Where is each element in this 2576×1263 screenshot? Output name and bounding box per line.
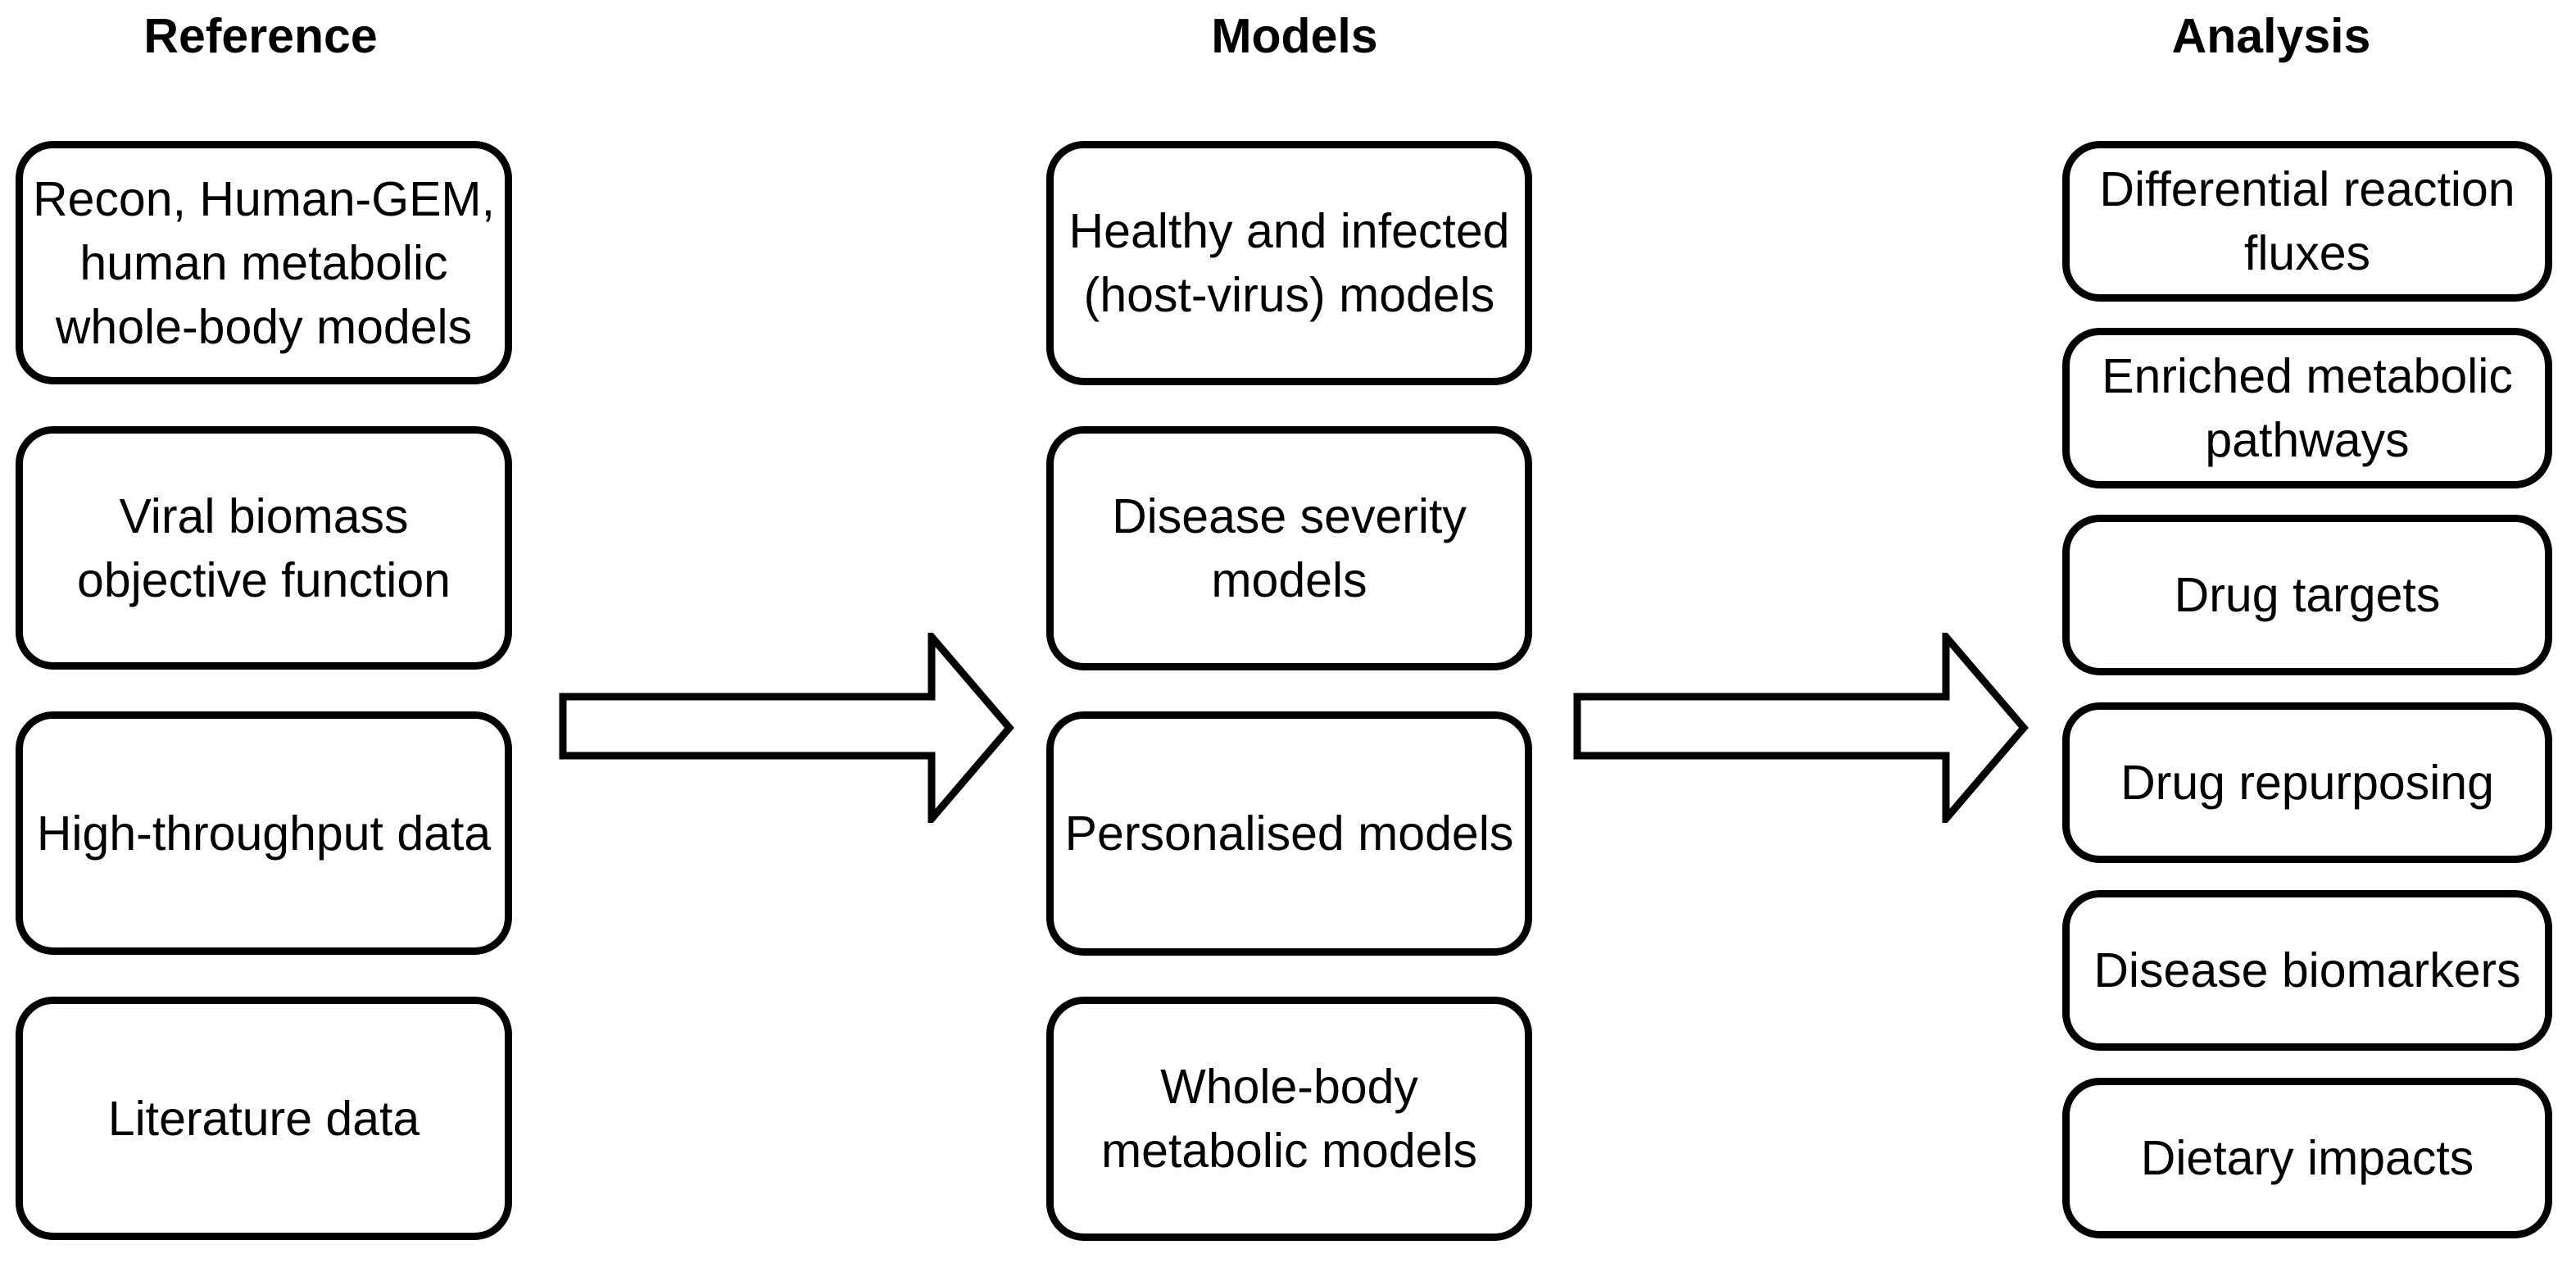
column-header-models: Models bbox=[1211, 9, 1378, 63]
box-disease-severity-models: Disease severity models bbox=[1046, 426, 1532, 670]
box-drug-targets: Drug targets bbox=[2062, 515, 2552, 675]
box-differential-reaction-fluxes: Differential reaction fluxes bbox=[2062, 141, 2552, 302]
box-healthy-and-infected-host-virus-models: Healthy and infected (host-virus) models bbox=[1046, 141, 1532, 385]
arrow-right-icon bbox=[1573, 633, 2029, 823]
box-literature-data: Literature data bbox=[16, 997, 512, 1240]
box-personalised-models: Personalised models bbox=[1046, 711, 1532, 956]
column-header-analysis: Analysis bbox=[2171, 9, 2371, 63]
box-drug-repurposing: Drug repurposing bbox=[2062, 702, 2552, 863]
arrow-right-icon bbox=[559, 633, 1014, 823]
box-high-throughput-data: High-throughput data bbox=[16, 711, 512, 955]
box-dietary-impacts: Dietary impacts bbox=[2062, 1078, 2552, 1238]
arrow-reference-to-models bbox=[559, 633, 1014, 823]
arrow-models-to-analysis bbox=[1573, 633, 2029, 823]
box-disease-biomarkers: Disease biomarkers bbox=[2062, 890, 2552, 1051]
box-enriched-metabolic-pathways: Enriched metabolic pathways bbox=[2062, 328, 2552, 488]
box-recon-human-gem-whole-body-models: Recon, Human-GEM, human metabolic whole-… bbox=[16, 141, 512, 384]
box-whole-body-metabolic-models: Whole-body metabolic models bbox=[1046, 997, 1532, 1241]
box-viral-biomass-objective-function: Viral biomass objective function bbox=[16, 426, 512, 670]
column-header-reference: Reference bbox=[143, 9, 378, 63]
